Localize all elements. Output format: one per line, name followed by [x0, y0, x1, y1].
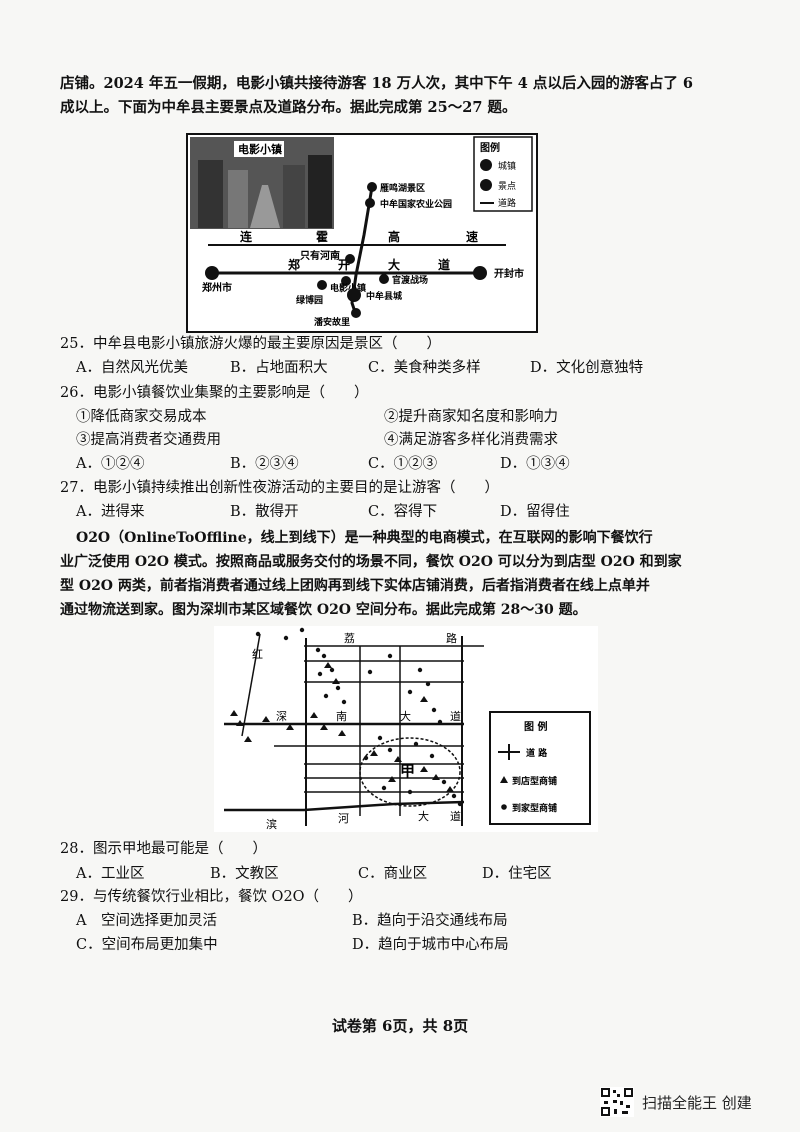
q25-stem: 25．中牟县电影小镇旅游火爆的最主要原因是景区（ ）: [60, 336, 441, 352]
q26-item-1: ①降低商家交易成本: [76, 409, 207, 425]
q27-option-b[interactable]: B．散得开: [230, 504, 299, 520]
q29-option-a[interactable]: A 空间选择更加灵活: [76, 913, 217, 929]
q28-option-b[interactable]: B．文教区: [210, 866, 279, 882]
svg-text:道: 道: [450, 809, 461, 823]
q27-option-d[interactable]: D．留得住: [500, 504, 570, 520]
intro2-line-1: O2O（OnlineToOffline，线上到线下）是一种典型的电商模式，在互联…: [76, 530, 653, 546]
o2o-map: 甲 红 荔 路 深 南 大 道 滨 河 大 道: [214, 626, 598, 832]
intro2-line-3: 型 O2O 两类，前者指消费者通过线上团购再到线下实体店铺消费，后者指消费者在线…: [60, 578, 650, 594]
intro-line-1: 店铺。2024 年五一假期，电影小镇共接待游客 18 万人次，其中下午 4 点以…: [60, 75, 693, 92]
zhongmou-map: 电影小镇 图例 城镇 景点 道路 连 霍 高 速 郑 开 大 道 雁鸣湖景区 中…: [186, 133, 538, 333]
q29-stem: 29．与传统餐饮行业相比，餐饮 O2O（ ）: [60, 889, 363, 905]
intro2-line-2: 业广泛使用 O2O 模式。按照商品或服务交付的场景不同，餐饮 O2O 可以分为到…: [60, 554, 682, 570]
q26-item-4: ④满足游客多样化消费需求: [384, 432, 558, 448]
shop-markers: [230, 627, 463, 807]
svg-text:道: 道: [450, 709, 461, 723]
svg-text:南: 南: [336, 710, 347, 723]
page-footer: 试卷第 6页，共 8页: [331, 1017, 469, 1035]
svg-text:速: 速: [466, 229, 478, 244]
legend-road: 道 路: [526, 747, 548, 759]
q29-option-c[interactable]: C．空间布局更加集中: [76, 937, 218, 953]
zhengzhou-dot: [205, 266, 219, 280]
q29-option-d[interactable]: D．趋向于城市中心布局: [352, 937, 509, 953]
qr-code-icon: [600, 1087, 634, 1117]
area-jia-label: 甲: [400, 762, 415, 780]
yanming-lake: 雁鸣湖景区: [380, 182, 425, 194]
svg-text:路: 路: [446, 632, 457, 645]
north-south-road: [350, 186, 374, 316]
svg-text:高: 高: [388, 229, 400, 244]
map1-legend: [473, 136, 533, 212]
scenic-legend-icon: [480, 179, 492, 191]
photo-label: 电影小镇: [238, 142, 282, 156]
q25-option-c[interactable]: C．美食种类多样: [368, 360, 481, 376]
zhongmou-map-svg: 电影小镇 图例 城镇 景点 道路 连 霍 高 速 郑 开 大 道 雁鸣湖景区 中…: [190, 136, 533, 328]
kaifeng-label: 开封市: [494, 267, 524, 280]
zhongmou-label: 中牟县城: [366, 290, 402, 302]
delivery-shop-icon: [501, 804, 507, 810]
q28-option-a[interactable]: A．工业区: [76, 866, 145, 882]
map2-legend-title: 图 例: [524, 720, 547, 733]
q26-item-3: ③提高消费者交通费用: [76, 432, 221, 448]
q27-option-a[interactable]: A．进得来: [76, 504, 145, 520]
q26-option-c[interactable]: C．①②③: [368, 456, 438, 472]
intro2-line-4: 通过物流送到家。图为深圳市某区域餐饮 O2O 空间分布。据此完成第 28～30 …: [60, 602, 587, 618]
q27-stem: 27．电影小镇持续推出创新性夜游活动的主要目的是让游客（ ）: [60, 480, 499, 496]
q26-item-2: ②提升商家知名度和影响力: [384, 409, 558, 425]
q26-stem: 26．电影小镇餐饮业集聚的主要影响是（ ）: [60, 385, 369, 401]
agri-park: 中牟国家农业公园: [380, 198, 452, 210]
legend-dine-in: 到店型商铺: [512, 775, 557, 787]
svg-text:霍: 霍: [316, 230, 328, 244]
q25-option-a[interactable]: A．自然风光优美: [76, 360, 188, 376]
zhongmou-dot: [347, 288, 361, 302]
q25-option-d[interactable]: D．文化创意独特: [530, 360, 644, 376]
q28-option-d[interactable]: D．住宅区: [482, 866, 552, 882]
q26-option-a[interactable]: A．①②④: [76, 456, 145, 472]
svg-text:深: 深: [276, 710, 287, 723]
q26-option-d[interactable]: D．①③④: [500, 456, 570, 472]
only-henan: 只有河南: [300, 249, 340, 262]
legend-road: 道路: [498, 197, 516, 209]
panan-label: 潘安故里: [314, 316, 350, 328]
svg-text:滨: 滨: [266, 817, 277, 831]
dine-in-shop-icon: [500, 776, 508, 783]
q25-option-b[interactable]: B．占地面积大: [230, 360, 328, 376]
zhengzhou-label: 郑州市: [202, 281, 232, 294]
q28-option-c[interactable]: C．商业区: [358, 866, 428, 882]
svg-text:大: 大: [418, 809, 429, 823]
svg-text:大: 大: [388, 257, 400, 272]
map2-legend: [489, 711, 591, 825]
legend-scenic: 景点: [498, 181, 516, 192]
kaifeng-dot: [473, 266, 487, 280]
legend-town: 城镇: [498, 160, 516, 172]
intro-line-2: 成以上。下面为中牟县主要景点及道路分布。据此完成第 25～27 题。: [60, 99, 517, 116]
svg-text:郑: 郑: [288, 257, 300, 272]
town-legend-icon: [480, 159, 492, 171]
area-jia-boundary: [359, 737, 461, 807]
map1-legend-title: 图例: [480, 141, 500, 154]
lvbo-label: 绿博园: [296, 294, 323, 306]
watermark-text: 扫描全能王 创建: [642, 1093, 752, 1112]
o2o-map-svg: 甲 红 荔 路 深 南 大 道 滨 河 大 道: [214, 626, 598, 832]
svg-text:道: 道: [438, 257, 450, 272]
q26-option-b[interactable]: B．②③④: [230, 456, 299, 472]
q27-option-c[interactable]: C．容得下: [368, 504, 438, 520]
svg-text:大: 大: [400, 709, 411, 723]
scanner-watermark: 扫描全能王 创建: [600, 1087, 752, 1117]
svg-text:连: 连: [240, 229, 253, 244]
svg-text:河: 河: [338, 812, 349, 825]
svg-text:红: 红: [252, 648, 263, 661]
guandu-label: 官渡战场: [392, 274, 428, 286]
q29-option-b[interactable]: B．趋向于沿交通线布局: [352, 913, 508, 929]
svg-text:荔: 荔: [344, 632, 355, 645]
q28-stem: 28．图示甲地最可能是（ ）: [60, 841, 267, 857]
legend-delivery: 到家型商铺: [512, 802, 557, 814]
